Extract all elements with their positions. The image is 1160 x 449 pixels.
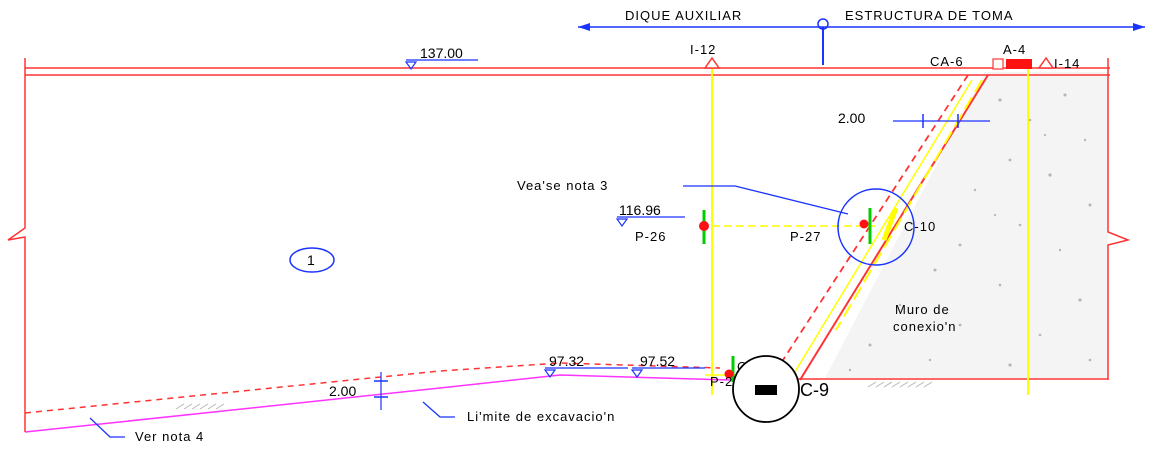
concrete-wall — [825, 72, 1108, 378]
point-p27 — [859, 219, 869, 229]
point-p26 — [699, 221, 709, 231]
nota4-leader — [89, 417, 125, 438]
yellow-diag-2 — [789, 79, 973, 381]
marker-a4-label: A-4 — [1003, 42, 1026, 57]
concrete-texture — [848, 93, 1092, 372]
nota3-detail-circle — [837, 188, 915, 266]
marker-ca6-label: CA-6 — [930, 54, 964, 69]
header-left-label: DIQUE AUXILIAR — [625, 8, 742, 23]
marker-i14-label: I-14 — [1054, 56, 1080, 71]
right-boundary — [1107, 58, 1131, 380]
marker-i12-triangle — [703, 56, 721, 69]
elev-9732-triangle — [543, 369, 557, 379]
dashed-excavation-line — [24, 362, 721, 414]
a4-marker-block — [1006, 59, 1032, 69]
elev-137-label: 137.00 — [420, 45, 463, 61]
marker-i14-triangle — [1037, 56, 1055, 69]
limite-label: Li'mite de excavacio'n — [467, 409, 615, 424]
marker-p27-label: P-27 — [790, 229, 821, 244]
ground-hatch-left — [175, 403, 225, 410]
yellow-gauge-c10 — [881, 207, 899, 241]
left-boundary — [7, 58, 26, 432]
nota3-leader — [683, 185, 849, 215]
elev-116-triangle — [615, 218, 629, 228]
muro-label-line2: conexio'n — [893, 319, 957, 334]
marker-c10-label: C-10 — [904, 219, 936, 234]
muro-label-line1: Muro de — [895, 302, 950, 317]
elev-137-triangle — [404, 61, 418, 71]
ca6-marker-box — [992, 58, 1004, 70]
marker-i12-label: I-12 — [690, 42, 716, 57]
slope-solid-inner — [799, 74, 989, 381]
c9-detail-block — [755, 385, 777, 395]
zone-1-ellipse — [289, 247, 335, 273]
nota3-label: Vea'se nota 3 — [517, 178, 608, 193]
excavation-limit-line — [24, 374, 781, 433]
dim-bottom-label: 2.00 — [329, 383, 356, 399]
dim-top-label: 2.00 — [838, 110, 865, 126]
header-arrow-left — [578, 23, 590, 31]
elev-9752-label: 97.52 — [640, 353, 675, 369]
elev-9732-label: 97.32 — [549, 353, 584, 369]
header-arrow-right — [1133, 23, 1145, 31]
zone-1-label: 1 — [307, 252, 315, 268]
nota4-label: Ver nota 4 — [135, 429, 204, 444]
limite-leader — [422, 401, 455, 418]
marker-p26-label: P-26 — [635, 229, 666, 244]
marker-c9-large-label: C-9 — [800, 380, 829, 400]
elev-9752-triangle — [630, 369, 644, 379]
header-right-label: ESTRUCTURA DE TOMA — [845, 8, 1013, 23]
point-c9 — [724, 369, 734, 379]
ground-hatch-right — [867, 381, 933, 388]
elev-116-label: 116.96 — [619, 202, 661, 218]
